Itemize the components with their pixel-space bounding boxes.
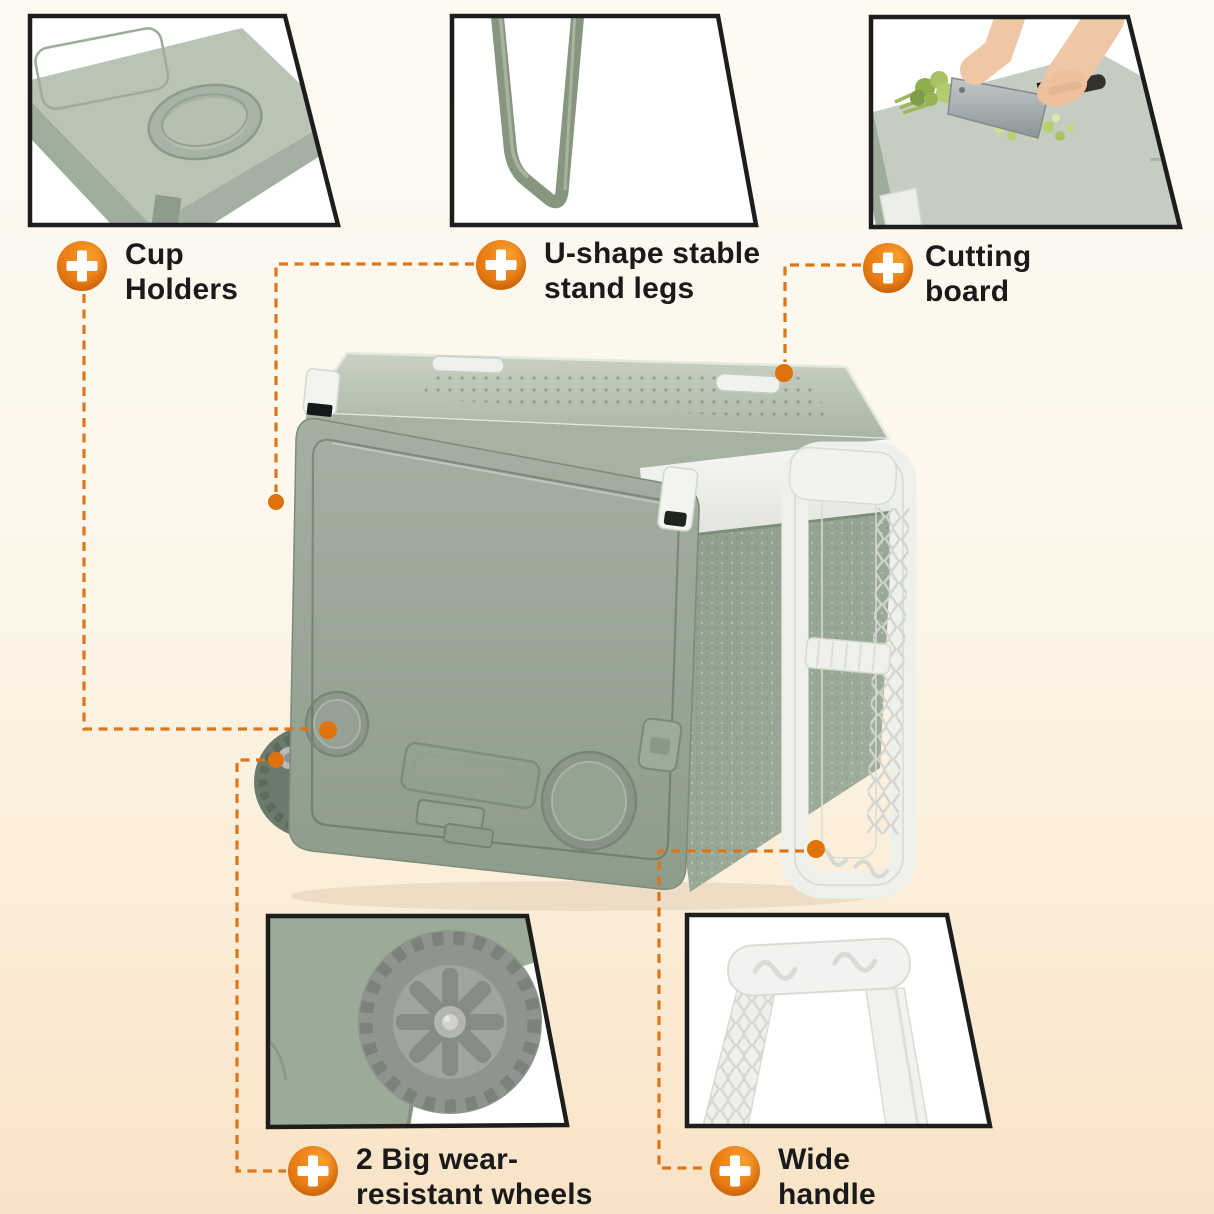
product-front-panel <box>288 417 700 891</box>
panel-latch-tab <box>415 798 495 849</box>
thumb-hands <box>960 17 1125 107</box>
feature-label-line1: 2 Big wear- <box>356 1143 519 1176</box>
plus-icon <box>710 1146 760 1196</box>
thumb-cutting-board-photo <box>868 14 1183 230</box>
feature-label-line2: board <box>925 275 1010 308</box>
feature-label-line1: Wide <box>778 1143 851 1176</box>
thumb-handle-photo <box>684 912 993 1129</box>
feature-label: Wide handle <box>778 1142 876 1212</box>
product-handle-assembly <box>781 441 917 899</box>
product-cooler-image <box>254 351 917 911</box>
thumb-wheel <box>358 930 542 1114</box>
thumb-wheel-photo <box>265 913 570 1130</box>
plus-icon <box>57 241 107 291</box>
dot-handle <box>807 840 825 858</box>
leader-cutting-board <box>783 263 861 362</box>
feature-label: Cutting board <box>925 239 1031 309</box>
dot-wheels <box>268 752 284 768</box>
feature-label-line2: handle <box>778 1178 876 1211</box>
thumb-stand-legs-photo <box>449 13 759 228</box>
feature-stand-legs: U-shape stable stand legs <box>476 237 760 306</box>
feature-label: 2 Big wear- resistant wheels <box>356 1142 593 1212</box>
feature-label-line2: Holders <box>125 273 239 306</box>
thumb-grip-bar <box>726 937 911 997</box>
leader-handle <box>657 849 804 1170</box>
dot-cup-holders <box>319 721 337 739</box>
dot-stand-legs <box>268 494 284 510</box>
feature-label: Cup Holders <box>125 237 238 307</box>
handle-top-cap <box>788 446 898 506</box>
leader-dots <box>268 364 825 858</box>
dot-cutting-board <box>775 364 793 382</box>
feature-label: U-shape stable stand legs <box>544 236 760 306</box>
plus-icon <box>288 1146 338 1196</box>
feature-label-line1: Cutting <box>925 240 1032 273</box>
panel-rect-recess <box>400 741 541 810</box>
thumb-cup-recess <box>147 83 263 161</box>
lid-strap-left <box>302 368 341 417</box>
product-lid <box>303 351 894 543</box>
feature-label-line1: U-shape stable <box>544 237 761 270</box>
feature-label-line2: stand legs <box>544 272 695 305</box>
product-shadow <box>290 881 870 911</box>
lid-slot-right <box>715 372 781 395</box>
thumb-cup-holder-photo <box>27 13 341 228</box>
lid-slot-left <box>431 355 505 374</box>
leader-cup-holders <box>82 294 316 731</box>
leader-lines <box>82 262 861 1173</box>
plus-icon <box>476 240 526 290</box>
leader-wheels <box>235 758 286 1173</box>
feature-handle: Wide handle <box>710 1143 876 1212</box>
handle-crossbar <box>804 637 892 675</box>
feature-wheels: 2 Big wear- resistant wheels <box>288 1143 593 1212</box>
lid-strap-right <box>657 466 699 532</box>
product-side-face <box>647 510 894 892</box>
plus-icon <box>863 243 913 293</box>
leader-stand-legs <box>274 262 474 492</box>
feature-cutting-board: Cutting board <box>863 240 1031 309</box>
feature-label-line2: resistant wheels <box>356 1178 593 1211</box>
feature-cup-holders: Cup Holders <box>57 238 238 307</box>
panel-side-clip <box>637 717 683 773</box>
feature-label-line1: Cup <box>125 238 184 271</box>
